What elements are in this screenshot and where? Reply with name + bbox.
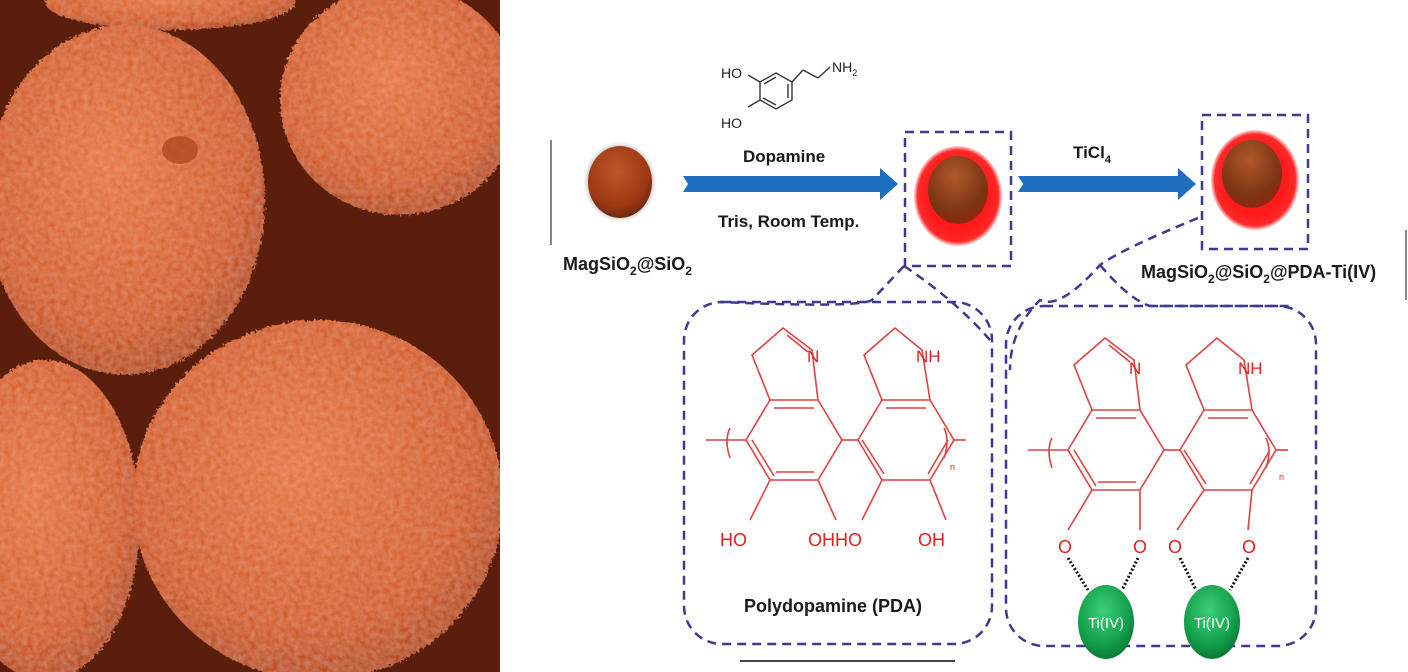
pda-callout-panel <box>682 300 994 646</box>
sphere-bottom-left <box>0 360 140 672</box>
arrow-step2 <box>1018 168 1196 200</box>
synthesis-scheme: HO HO NH2 MagSiO2@SiO2 Dopamine Tris, Ro… <box>550 59 1407 662</box>
pda-particle-box <box>903 130 1013 268</box>
ti-n-label: N <box>1129 359 1141 378</box>
pda-ti-structure <box>1028 336 1288 531</box>
dopamine-structure <box>747 66 831 110</box>
sphere-top-left <box>0 25 265 375</box>
ti-callout-panel <box>1004 304 1318 648</box>
ti-iv-center <box>1184 585 1240 659</box>
particle-magsio2-sio2 <box>582 140 658 224</box>
label-magsio2-sio2-pda-ti: MagSiO2@SiO2@PDA-Ti(IV) <box>1141 262 1376 286</box>
pda-caption: Polydopamine (PDA) <box>744 596 922 616</box>
dopamine-ho-bottom: HO <box>721 115 742 131</box>
label-dopamine: Dopamine <box>743 147 825 166</box>
ti-o-label: O <box>1168 537 1182 557</box>
arrow-step1 <box>683 168 898 200</box>
label-ticl4: TiCl4 <box>1073 143 1112 166</box>
ti-particle-box <box>1200 113 1310 251</box>
pda-subscript-n: n <box>950 462 955 472</box>
particle-pda-coated <box>914 146 1002 246</box>
dopamine-ho-top: HO <box>721 65 742 81</box>
sem-micrograph <box>0 0 500 672</box>
pda-ho-label: HO <box>720 530 747 550</box>
dopamine-nh2: NH2 <box>832 59 857 78</box>
pda-structure <box>706 326 966 521</box>
ti-subscript-n: n <box>1279 472 1284 482</box>
label-magsio2-sio2: MagSiO2@SiO2 <box>563 254 692 278</box>
sphere-top-center <box>45 0 295 30</box>
pda-n-label: N <box>807 347 819 366</box>
pda-oh-label: OH <box>918 530 945 550</box>
ti-iv-center <box>1078 585 1134 659</box>
ti-o-label: O <box>1058 537 1072 557</box>
particle-pda-ti <box>1211 130 1299 230</box>
ti-iv-label: Ti(IV) <box>1088 615 1124 632</box>
ti-o-label: O <box>1242 537 1256 557</box>
pda-nh-label: NH <box>916 347 941 366</box>
ti-iv-label: Ti(IV) <box>1194 615 1230 632</box>
ti-nh-label: NH <box>1238 359 1263 378</box>
sphere-top-right <box>280 0 500 215</box>
label-tris-room-temp: Tris, Room Temp. <box>718 212 859 231</box>
ti-o-label: O <box>1133 537 1147 557</box>
pda-ohho-label: OHHO <box>808 530 862 550</box>
sphere-bottom-right <box>133 320 500 672</box>
coordination-bonds <box>1066 557 1250 591</box>
